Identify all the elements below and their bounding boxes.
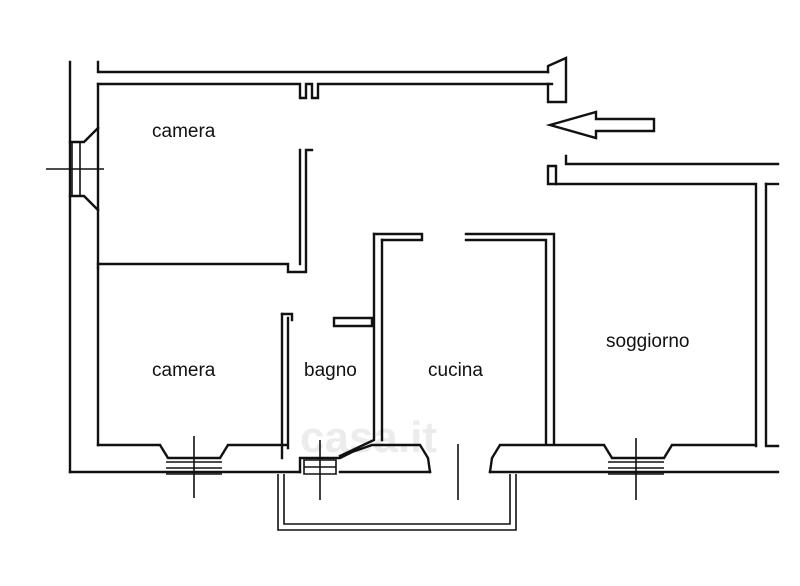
window-bottom-camera — [166, 436, 222, 498]
window-bottom-soggiorno — [608, 438, 664, 500]
room-label-bagno: bagno — [304, 360, 357, 381]
room-label-camera-bottom: camera — [152, 360, 216, 381]
window-left — [46, 126, 104, 212]
watermark: casa.it — [300, 413, 437, 462]
room-label-soggiorno: soggiorno — [606, 331, 689, 352]
window-bottom-bagno — [303, 440, 337, 500]
room-label-cucina: cucina — [428, 360, 483, 381]
room-label-camera-top: camera — [152, 121, 216, 142]
arrow-left-icon — [545, 110, 656, 140]
balcony — [277, 474, 517, 531]
interior-walls — [96, 148, 556, 460]
